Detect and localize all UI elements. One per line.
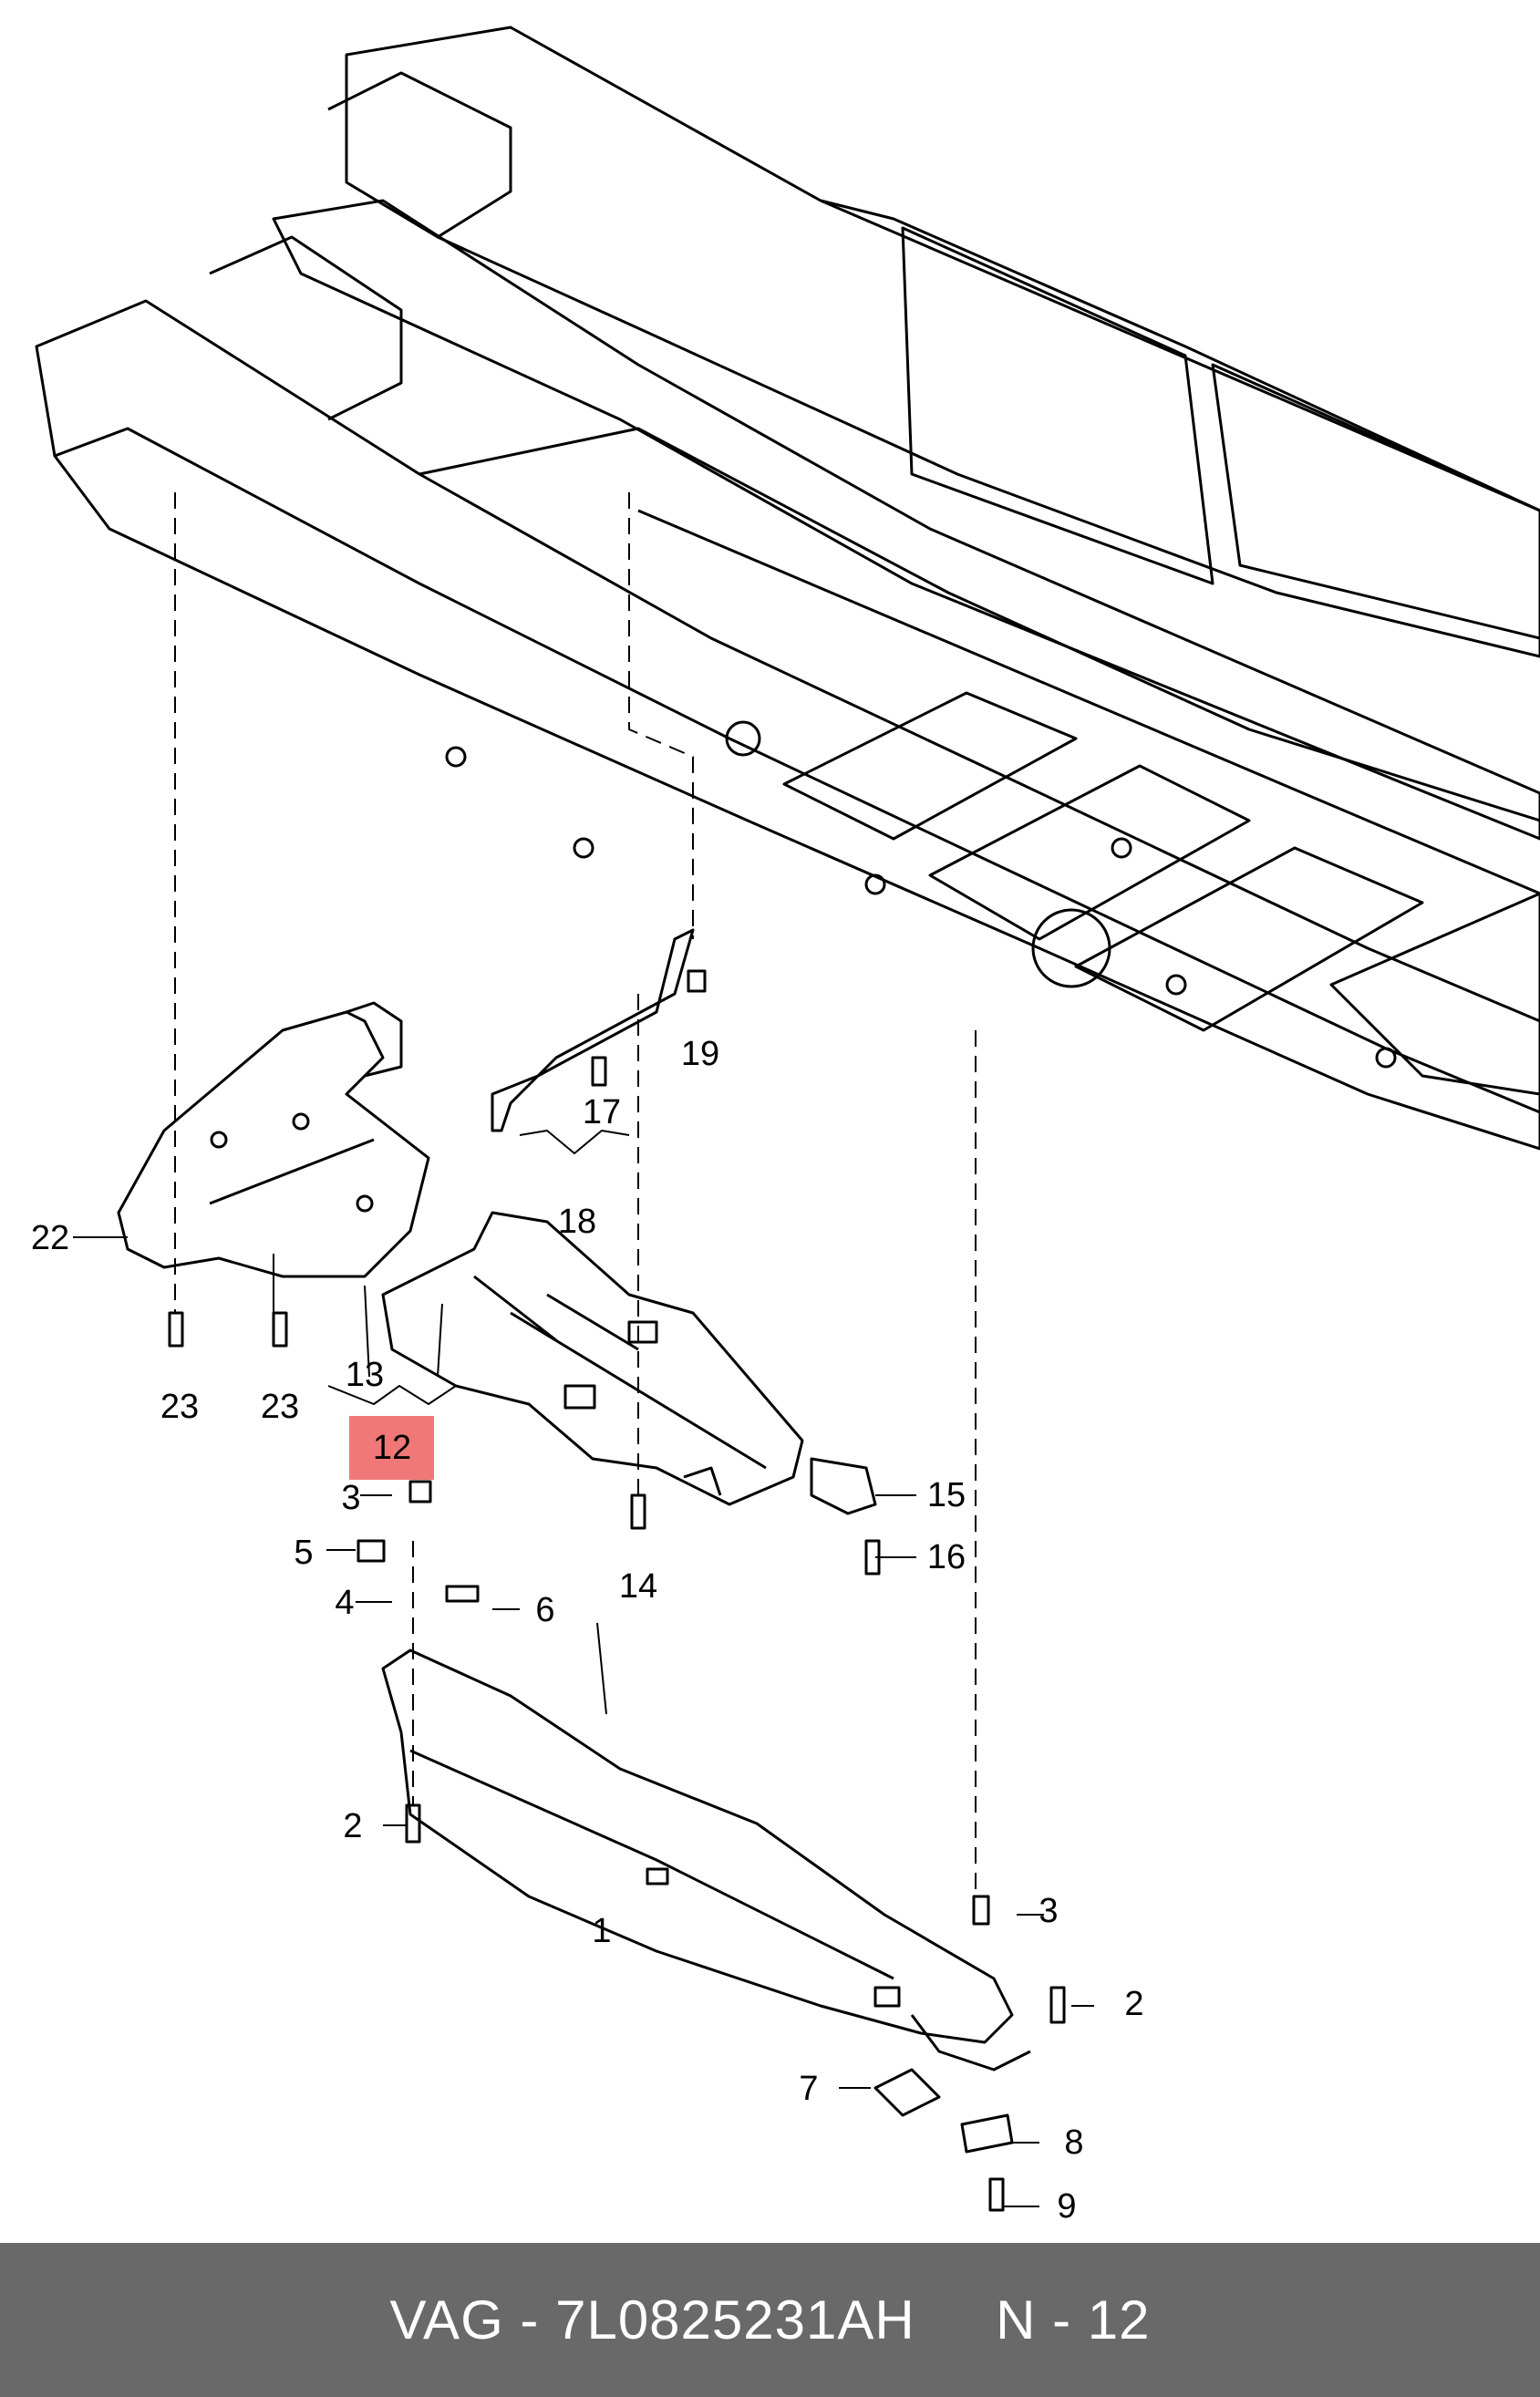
part-1-underbody-shield [381,1648,1031,2072]
part-22-shield [117,1001,430,1278]
callout-12: 12 [373,1429,411,1467]
parts-diagram: 12 13 22 23 23 17 18 19 14 15 16 3 5 4 6… [31,26,1540,2226]
callout-23a: 23 [160,1388,199,1426]
callouts: 12 13 22 23 23 17 18 19 14 15 16 3 5 4 6… [31,1035,1144,2226]
callout-17: 17 [583,1093,621,1131]
callout-14: 14 [619,1567,657,1606]
callout-18: 18 [558,1203,596,1241]
footer-position: N - 12 [996,2289,1151,2351]
leader-lines [73,492,1094,2207]
part-15-bracket [810,1457,877,1515]
callout-22: 22 [31,1219,69,1257]
part-13-shield [381,1211,804,1506]
callout-4: 4 [335,1584,354,1622]
part-7-pad [873,2068,941,2117]
highlight-box [349,1416,434,1480]
callout-3a: 3 [341,1479,360,1517]
vehicle-body [35,26,1540,1151]
callout-19: 19 [681,1035,719,1073]
callout-9: 9 [1057,2187,1076,2226]
callout-3b: 3 [1039,1892,1058,1930]
footer-brand: VAG [389,2289,504,2351]
callout-7: 7 [799,2070,818,2108]
callout-6: 6 [535,1591,554,1629]
fasteners [168,969,1066,2212]
footer-separator: - [503,2289,556,2351]
callout-2b: 2 [1124,1985,1143,2023]
callout-5: 5 [294,1534,313,1572]
callout-15: 15 [927,1476,966,1514]
part-17-bracket [491,928,695,1132]
callout-2a: 2 [343,1807,362,1845]
callout-16: 16 [927,1538,966,1576]
footer-part-number: 7L0825231AH [555,2289,915,2351]
callout-13: 13 [346,1356,384,1394]
callout-23b: 23 [261,1388,299,1426]
part-8-clip [960,2113,1014,2154]
callout-1: 1 [592,1912,611,1950]
footer-gap [915,2289,996,2351]
footer-bar: VAG - 7L0825231AH N - 12 [0,2243,1540,2397]
callout-8: 8 [1064,2123,1083,2162]
